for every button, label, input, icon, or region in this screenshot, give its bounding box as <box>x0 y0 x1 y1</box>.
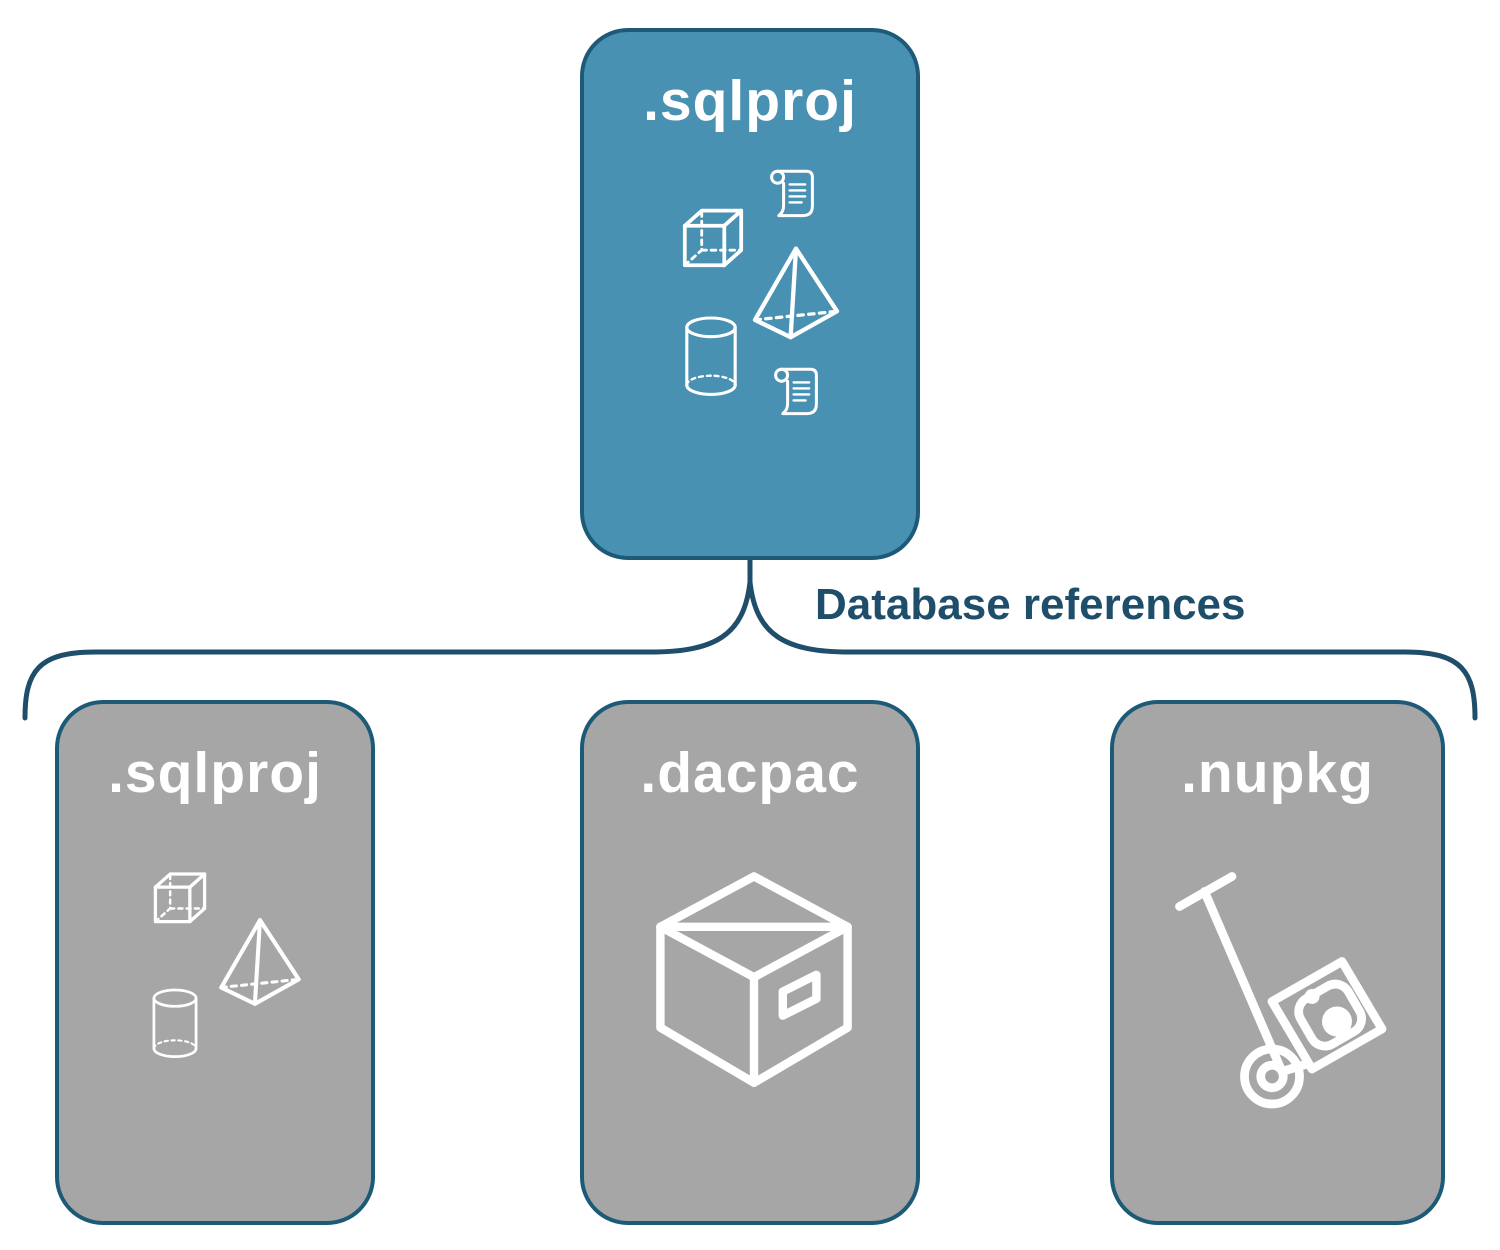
node-sqlproj-child: .sqlproj <box>55 700 375 1225</box>
hand-truck-package-icon <box>1162 844 1412 1124</box>
scroll-icon <box>766 362 826 422</box>
node-sqlproj-root: .sqlproj <box>580 28 920 560</box>
connector-label: Database references <box>815 580 1246 629</box>
pyramid-icon <box>742 240 850 348</box>
node-nupkg: .nupkg <box>1110 700 1445 1225</box>
node-nupkg-label: .nupkg <box>1181 741 1374 805</box>
cylinder-icon <box>672 310 750 404</box>
node-sqlproj-child-label: .sqlproj <box>108 741 322 805</box>
package-box-icon <box>634 832 874 1132</box>
node-dacpac-label: .dacpac <box>640 741 860 805</box>
scroll-icon <box>762 164 822 224</box>
node-dacpac: .dacpac <box>580 700 920 1225</box>
node-sqlproj-root-label: .sqlproj <box>643 69 857 133</box>
cylinder-icon <box>141 982 209 1066</box>
pyramid-icon <box>209 912 311 1014</box>
